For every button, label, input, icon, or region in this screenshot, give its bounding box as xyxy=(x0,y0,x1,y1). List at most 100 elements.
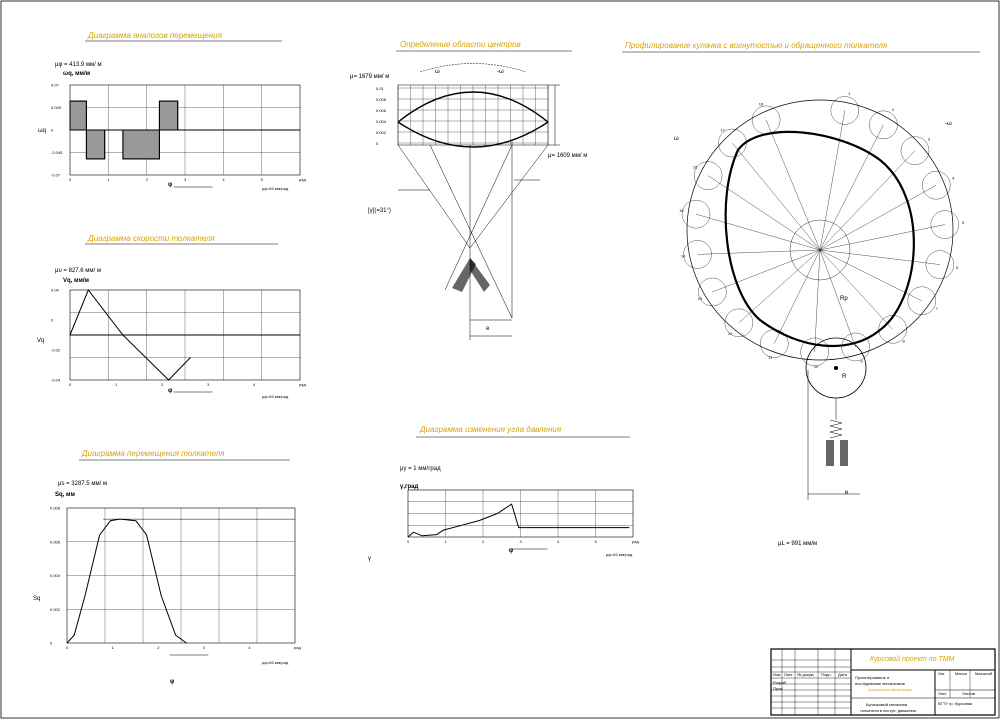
analog-unit: ωq, мм/м xyxy=(63,71,91,77)
displacement-ytick: 0.002 xyxy=(50,607,61,612)
analog-bar xyxy=(158,100,179,131)
stamp-subtitle3: кулачкового механизма xyxy=(868,687,912,692)
stamp-listov: Листов xyxy=(962,691,975,696)
profile-roller xyxy=(930,210,960,239)
profile-ray xyxy=(732,142,821,251)
profile-number: 6 xyxy=(956,265,959,270)
profile-ray xyxy=(765,119,821,251)
profile-ray xyxy=(774,249,821,344)
analog-ylabel: ωq xyxy=(38,128,46,134)
speed-series-line xyxy=(69,289,191,381)
displacement-ytick: 0.004 xyxy=(50,573,61,578)
stamp-lit: Лит xyxy=(938,671,945,676)
pressure-series-line xyxy=(407,503,630,538)
analog-muphi: μφ=83 мм/рад xyxy=(262,186,289,191)
center-omega: ω xyxy=(435,69,440,75)
speed-xlabel: φ xyxy=(168,388,173,394)
stamp-podp: Подп. xyxy=(821,672,832,677)
center-mu1: μ= 1679 мм/ м xyxy=(350,74,389,80)
speed-ytick: 0.04 xyxy=(51,288,60,293)
profile-roller xyxy=(907,286,936,315)
profile-number: 12 xyxy=(728,331,733,336)
stamp-sheet-title1: Кулачковый механизм xyxy=(866,702,908,707)
analog-xtick: 2 xyxy=(146,177,149,182)
analog-xtick: рад xyxy=(299,177,306,182)
center-row-label: 0.01 xyxy=(376,86,385,91)
profile-ray xyxy=(819,150,916,251)
profile-ray xyxy=(819,185,937,251)
speed-xtick: 1 xyxy=(115,382,118,387)
pressure-xtick: 2 xyxy=(482,539,485,544)
displacement-xtick: 1 xyxy=(112,645,115,650)
stamp-sheet-title2: толкателя в поступ. движении xyxy=(860,708,916,713)
profile-ray xyxy=(819,249,940,265)
analog-xtick: 0 xyxy=(69,177,72,182)
profile-roller xyxy=(925,250,955,279)
title-block: Курсовой проект по ТММ Проектирование и … xyxy=(770,648,996,716)
speed-xtick: 4 xyxy=(253,382,256,387)
analog-bar xyxy=(122,129,160,160)
profile-roller xyxy=(841,332,870,362)
analog-xlabel: φ xyxy=(168,182,173,188)
profile-mu: μL = 991 мм/м xyxy=(778,541,817,547)
profile-omega: ω xyxy=(674,136,679,142)
displacement-xtick: 3 xyxy=(203,645,206,650)
profile-roller xyxy=(922,171,951,200)
stamp-subtitle1: Проектирование и xyxy=(855,675,889,680)
profile-roller xyxy=(693,161,723,190)
speed-panel: Диаграмма скорости толкателя μυ = 827.6 … xyxy=(37,234,306,399)
profile-number: 14 xyxy=(681,254,686,259)
profile-ray xyxy=(819,249,922,301)
pressure-xtick: 0 xyxy=(407,539,410,544)
profile-roller xyxy=(681,199,711,229)
center-row-label: 0.006 xyxy=(376,108,387,113)
pressure-panel: Диаграмма изменения угла давления μγ = 1… xyxy=(368,425,639,562)
center-angle-label: [γ](=31°) xyxy=(368,208,391,214)
analog-bar xyxy=(85,129,106,160)
displacement-unit: Sq, мм xyxy=(55,492,75,498)
displacement-xtick: рад xyxy=(294,645,301,650)
speed-ylabel: Vq xyxy=(37,338,44,344)
profile-number: 3 xyxy=(928,136,931,141)
center-row-label: 0.008 xyxy=(376,97,387,102)
displacement-panel: Диаграмма перемещения толкателя μs = 328… xyxy=(33,449,301,685)
profile-roller xyxy=(718,128,747,158)
speed-mu: μυ = 827.6 мм/ м xyxy=(55,268,101,274)
displacement-muphi: μφ=83 мм/рад xyxy=(262,660,289,665)
pressure-muphi: μφ=83 мм/рад xyxy=(606,552,633,557)
center-omega-neg: -ω xyxy=(497,69,504,75)
pressure-xtick: 4 xyxy=(557,539,560,544)
profile-ray xyxy=(819,224,945,251)
analog-xtick: 3 xyxy=(184,177,187,182)
analog-bar xyxy=(69,100,87,131)
center-row-label: 0 xyxy=(376,141,379,146)
profile-roller xyxy=(878,315,907,344)
speed-ytick: -0.02 xyxy=(51,348,61,353)
stamp-masht: Масштаб xyxy=(975,671,993,676)
analog-ytick: 0 xyxy=(51,128,54,133)
pressure-xtick: рад xyxy=(632,539,639,544)
analog-series-line xyxy=(70,100,297,160)
profile-ray xyxy=(738,249,821,323)
profile-ray xyxy=(819,249,856,348)
speed-ytick: 0 xyxy=(51,318,54,323)
profile-number: 4 xyxy=(952,175,955,180)
displacement-xlabel: φ xyxy=(170,679,175,685)
profile-number: 5 xyxy=(962,220,965,225)
analog-ytick: -0.07 xyxy=(51,173,61,178)
displacement-title: Диаграмма перемещения толкателя xyxy=(81,449,225,458)
profile-number: 15 xyxy=(679,208,684,213)
profile-roller xyxy=(869,110,898,140)
profile-ray xyxy=(819,110,846,251)
pressure-xtick: 3 xyxy=(520,539,523,544)
analog-mu: μφ = 413.9 мм/ м xyxy=(55,62,102,68)
profile-number: 16 xyxy=(693,165,698,170)
displacement-ytick: 0.008 xyxy=(50,506,61,511)
profile-number: 1 xyxy=(848,91,851,96)
profile-number: 7 xyxy=(936,306,939,311)
speed-xtick: рад xyxy=(299,382,306,387)
displacement-ylabel: Sq xyxy=(33,596,40,602)
